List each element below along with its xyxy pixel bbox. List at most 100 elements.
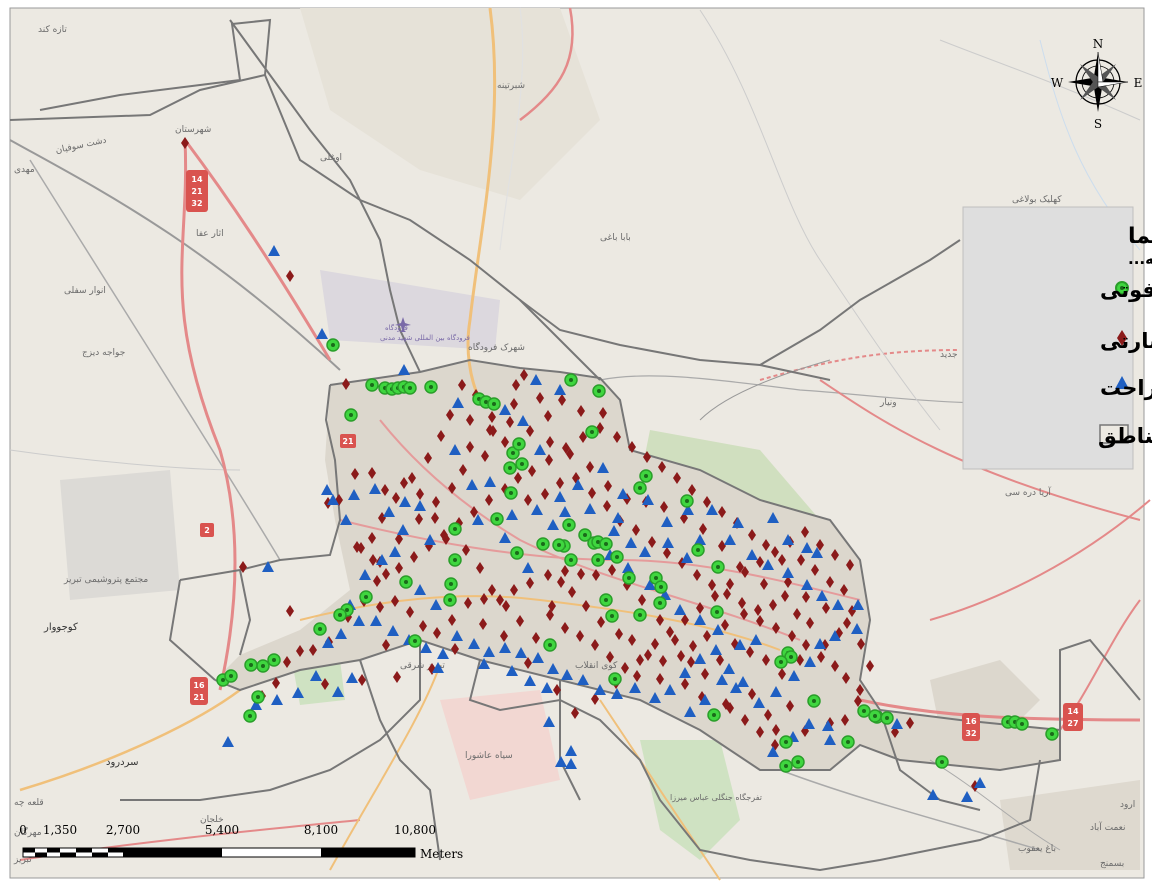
injury-accident-marker xyxy=(694,653,706,664)
damage-accident-marker xyxy=(506,416,514,428)
svg-text:21: 21 xyxy=(191,187,203,196)
legend-label-injury: جراحت xyxy=(1100,376,1152,400)
injury-accident-marker xyxy=(515,647,527,658)
injury-accident-marker xyxy=(541,682,553,693)
fatal-accident-marker xyxy=(564,373,578,387)
damage-accident-marker xyxy=(546,436,554,448)
injury-accident-marker xyxy=(612,512,624,523)
scale-unit: Meters xyxy=(420,847,463,861)
place-label: انوار سفلی xyxy=(64,286,106,296)
injury-accident-marker xyxy=(664,684,676,695)
legend-label-fatal: فوتی xyxy=(1100,278,1152,302)
injury-accident-marker xyxy=(679,667,691,678)
damage-accident-marker xyxy=(723,588,731,600)
damage-accident-marker xyxy=(604,480,612,492)
place-label: مهرگان xyxy=(14,826,42,838)
damage-accident-marker xyxy=(415,513,423,525)
damage-accident-marker xyxy=(716,654,724,666)
place-label: شهرستان xyxy=(175,125,211,135)
damage-accident-marker xyxy=(806,617,814,629)
injury-accident-marker xyxy=(617,488,629,499)
injury-accident-marker xyxy=(801,579,813,590)
fatal-accident-marker xyxy=(791,755,805,769)
injury-accident-marker xyxy=(927,789,939,800)
fatal-accident-marker xyxy=(562,518,576,532)
damage-accident-marker xyxy=(769,599,777,611)
injury-accident-marker xyxy=(414,500,426,511)
injury-accident-marker xyxy=(561,669,573,680)
damage-accident-marker xyxy=(464,597,472,609)
place-label: آریا دره سی xyxy=(1005,486,1051,498)
compass-north: N xyxy=(1093,37,1104,51)
damage-accident-marker xyxy=(286,270,294,282)
injury-accident-marker xyxy=(706,504,718,515)
damage-accident-marker xyxy=(239,561,247,573)
place-label: قلعه چه xyxy=(14,798,44,808)
damage-accident-marker xyxy=(796,654,804,666)
fatal-accident-marker xyxy=(399,575,413,589)
fatal-accident-marker xyxy=(552,538,566,552)
injury-accident-marker xyxy=(389,546,401,557)
damage-accident-marker xyxy=(660,501,668,513)
damage-accident-marker xyxy=(541,488,549,500)
damage-accident-marker xyxy=(608,564,616,576)
injury-accident-marker xyxy=(437,648,449,659)
damage-accident-marker xyxy=(677,650,685,662)
damage-accident-marker xyxy=(628,441,636,453)
place-label: فرودگاه بین المللی شهید مدنی xyxy=(380,333,470,342)
damage-accident-marker xyxy=(764,709,772,721)
damage-accident-marker xyxy=(381,484,389,496)
fatal-accident-marker xyxy=(244,658,258,672)
damage-accident-marker xyxy=(181,137,189,149)
injury-accident-marker xyxy=(399,496,411,507)
fatal-accident-marker xyxy=(639,469,653,483)
injury-accident-marker xyxy=(340,514,352,525)
fatal-accident-marker xyxy=(599,537,613,551)
scale-tick-1350: 1,350 xyxy=(43,823,77,837)
injury-accident-marker xyxy=(499,532,511,543)
place-label: خلجان xyxy=(200,815,224,825)
injury-accident-marker xyxy=(506,665,518,676)
injury-accident-marker xyxy=(824,734,836,745)
injury-accident-marker xyxy=(642,494,654,505)
damage-symbol xyxy=(1117,330,1127,346)
damage-accident-marker xyxy=(772,724,780,736)
place-label: فرودگاه xyxy=(385,323,408,332)
injury-accident-marker xyxy=(449,444,461,455)
injury-accident-marker xyxy=(483,646,495,657)
damage-accident-marker xyxy=(711,590,719,602)
damage-accident-marker xyxy=(588,487,596,499)
injury-accident-marker xyxy=(767,512,779,523)
injury-accident-marker xyxy=(424,534,436,545)
damage-accident-marker xyxy=(843,617,851,629)
injury-accident-marker xyxy=(322,637,334,648)
fatal-accident-marker xyxy=(543,638,557,652)
fatal-accident-marker xyxy=(326,338,340,352)
fatal-accident-marker xyxy=(880,711,894,725)
fatal-accident-marker xyxy=(807,694,821,708)
injury-accident-marker xyxy=(974,777,986,788)
damage-accident-marker xyxy=(816,539,824,551)
injury-accident-marker xyxy=(543,716,555,727)
injury-accident-marker xyxy=(499,404,511,415)
road-shield: 21 xyxy=(340,434,356,448)
damage-accident-marker xyxy=(831,549,839,561)
damage-accident-marker xyxy=(866,660,874,672)
damage-accident-marker xyxy=(544,410,552,422)
damage-accident-marker xyxy=(283,656,291,668)
fatal-accident-marker xyxy=(504,486,518,500)
damage-accident-marker xyxy=(592,569,600,581)
damage-accident-marker xyxy=(448,614,456,626)
injury-accident-marker xyxy=(594,684,606,695)
damage-accident-marker xyxy=(632,524,640,536)
injury-accident-marker xyxy=(816,590,828,601)
injury-accident-marker xyxy=(639,546,651,557)
damage-accident-marker xyxy=(597,616,605,628)
damage-accident-marker xyxy=(582,600,590,612)
fatal-accident-marker xyxy=(359,590,373,604)
damage-accident-marker xyxy=(558,394,566,406)
damage-accident-marker xyxy=(459,464,467,476)
damage-accident-marker xyxy=(762,654,770,666)
damage-accident-marker xyxy=(524,657,532,669)
